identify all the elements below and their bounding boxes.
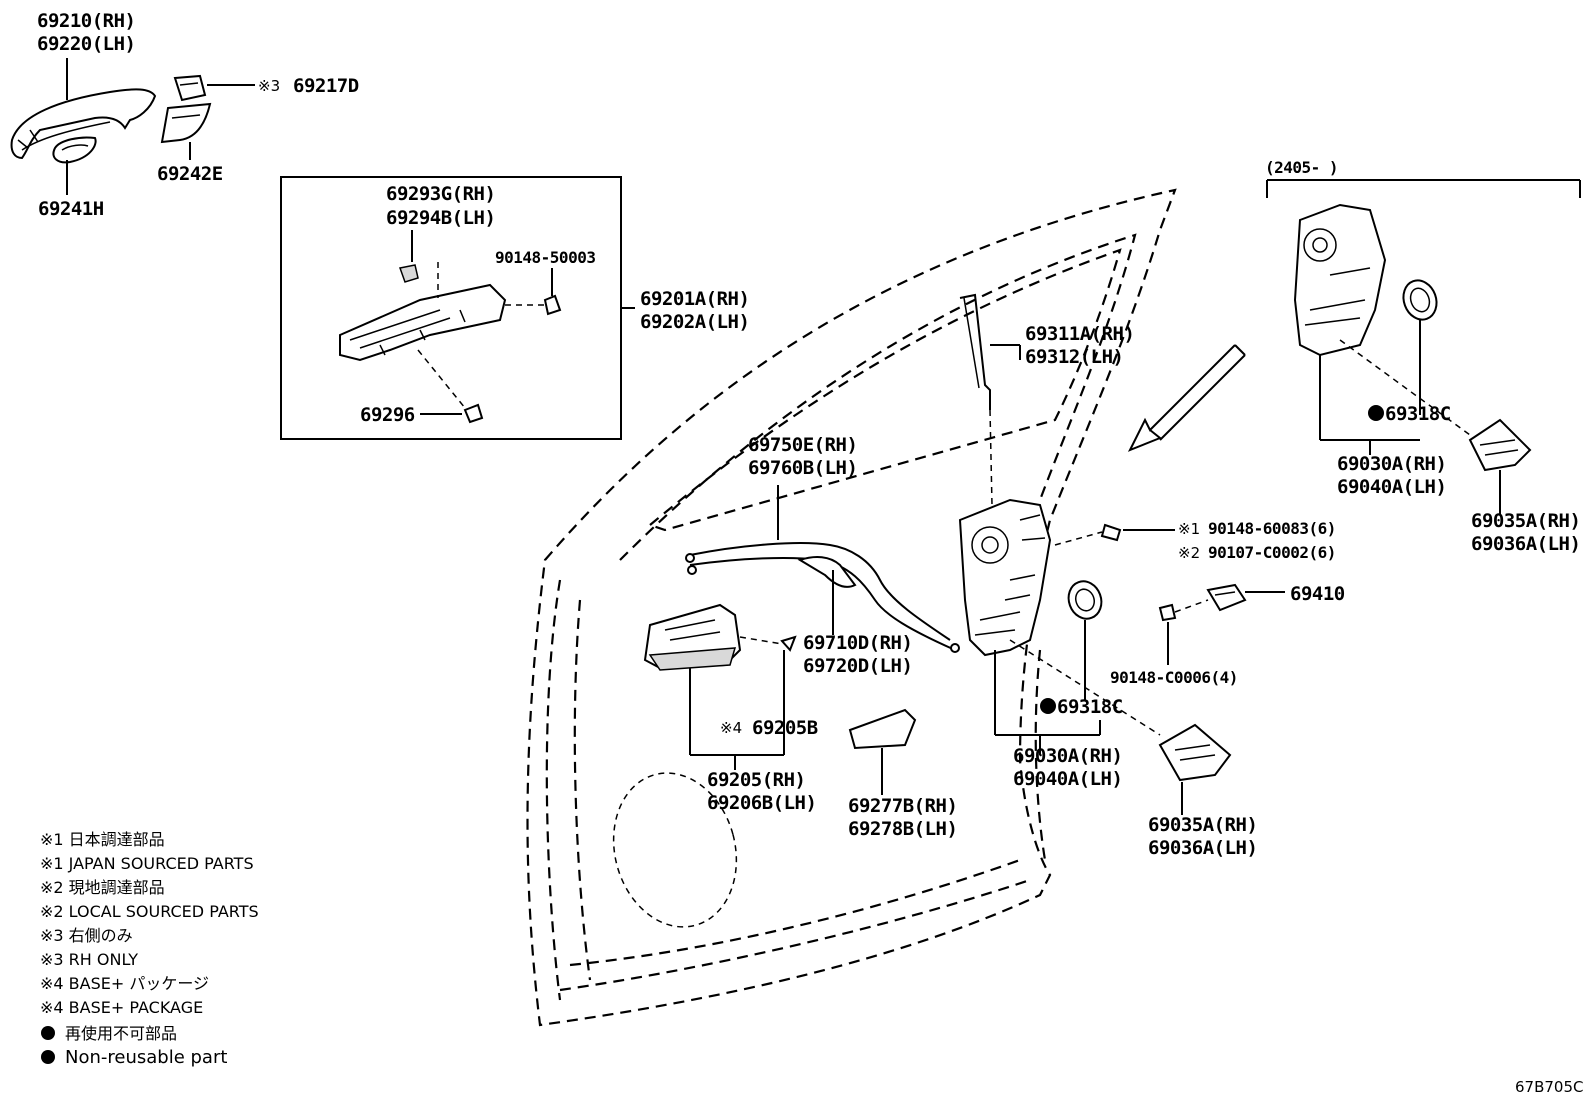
label-69036a-center: 69036A(LH) (1148, 837, 1257, 859)
inset-variant (1266, 179, 1581, 472)
label-69710d: 69710D(RH) (803, 632, 912, 654)
label-69312: 69312(LH) (1025, 346, 1123, 368)
label-69242e: 69242E (157, 163, 223, 185)
cable-assembly (685, 542, 960, 653)
label-90148-60083: 90148-60083(6) (1208, 519, 1336, 538)
label-69720d: 69720D(LH) (803, 655, 912, 677)
label-69318c-center: 69318C (1057, 696, 1123, 718)
striker-illustration (1158, 583, 1247, 622)
door-outline (526, 188, 1177, 1027)
label-69030a-center: 69030A(RH) (1013, 745, 1122, 767)
legend: ※1 日本調達部品 ※1 JAPAN SOURCED PARTS ※2 現地調達… (40, 830, 259, 1068)
label-69410: 69410 (1290, 583, 1345, 605)
legend-line-4: ※2 LOCAL SOURCED PARTS (40, 902, 259, 921)
label-90148-60083-mark: ※1 (1178, 520, 1200, 538)
label-90107-c0002: 90107-C0002(6) (1208, 543, 1336, 562)
drawing-id: 67B705C (1515, 1078, 1583, 1096)
label-69241h: 69241H (38, 198, 104, 220)
label-69035a-inset: 69035A(RH) (1471, 510, 1580, 532)
label-69210: 69210(RH) (37, 10, 135, 32)
speaker-opening (612, 772, 738, 928)
label-69278b: 69278B(LH) (848, 818, 957, 840)
label-69217d: 69217D (293, 75, 359, 97)
label-69201a: 69201A(RH) (640, 288, 749, 310)
lock-cover-illustration-center (1158, 723, 1232, 782)
direction-arrow (1127, 344, 1246, 452)
legend-dot-2 (41, 1050, 55, 1064)
outside-handle-illustration (10, 74, 212, 164)
label-69296: 69296 (360, 404, 415, 426)
label-90148-50003: 90148-50003 (495, 248, 595, 267)
label-69293g: 69293G(RH) (386, 183, 495, 205)
label-69206b: 69206B(LH) (707, 792, 816, 814)
legend-line-7: ※4 BASE+ パッケージ (40, 974, 209, 993)
label-69035a-center: 69035A(RH) (1148, 814, 1257, 836)
legend-line-6: ※3 RH ONLY (40, 950, 138, 969)
legend-dot-line-1: 再使用不可部品 (65, 1024, 177, 1043)
label-69760b: 69760B(LH) (748, 457, 857, 479)
label-90148-c0006: 90148-C0006(4) (1110, 668, 1238, 687)
label-69318c-inset: 69318C (1385, 403, 1451, 425)
label-69217d-mark: ※3 (258, 77, 280, 95)
label-69205b-mark: ※4 (720, 719, 742, 737)
label-date-range: (2405- ) (1265, 158, 1338, 177)
label-69205b: 69205B (752, 717, 818, 739)
legend-line-1: ※1 日本調達部品 (40, 830, 165, 849)
label-69036a-inset: 69036A(LH) (1471, 533, 1580, 555)
label-69277b: 69277B(RH) (848, 795, 957, 817)
legend-line-5: ※3 右側のみ (40, 926, 133, 945)
legend-line-3: ※2 現地調達部品 (40, 878, 165, 897)
non-reusable-dot-center (1040, 698, 1056, 714)
label-69294b: 69294B(LH) (386, 207, 495, 229)
label-69030a-inset: 69030A(RH) (1337, 453, 1446, 475)
label-69202a: 69202A(LH) (640, 311, 749, 333)
label-90107-c0002-mark: ※2 (1178, 544, 1200, 562)
legend-line-2: ※1 JAPAN SOURCED PARTS (40, 854, 254, 873)
armrest-bracket-illustration (848, 708, 917, 750)
handle-frame-illustration (339, 264, 562, 424)
inside-handle-illustration (643, 603, 797, 671)
label-69040a-inset: 69040A(LH) (1337, 476, 1446, 498)
legend-line-8: ※4 BASE+ PACKAGE (40, 998, 203, 1017)
lock-rod (959, 293, 991, 410)
legend-dot-line-2: Non-reusable part (65, 1047, 227, 1068)
label-69750e: 69750E(RH) (748, 434, 857, 456)
legend-dot-1 (41, 1026, 55, 1040)
label-69220: 69220(LH) (37, 33, 135, 55)
label-69311a: 69311A(RH) (1025, 323, 1134, 345)
non-reusable-dot-inset (1368, 405, 1384, 421)
label-69205: 69205(RH) (707, 769, 805, 791)
door-lock-assembly (958, 498, 1122, 657)
label-69040a-center: 69040A(LH) (1013, 768, 1122, 790)
